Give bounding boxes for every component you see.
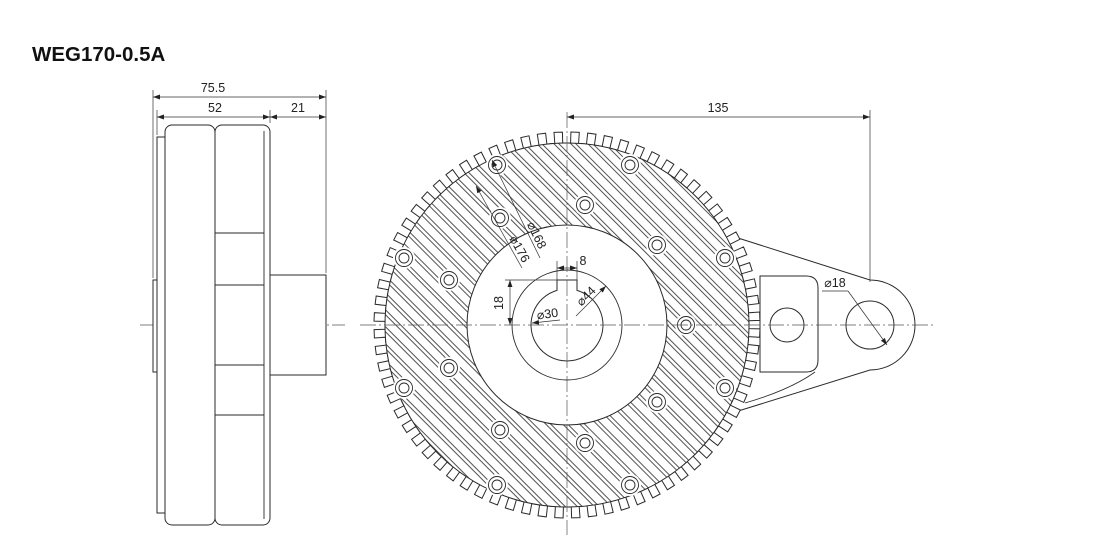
bolt-hole-bore [651, 239, 663, 251]
bolt-hole-clearance [714, 377, 736, 399]
leader-rim-diameter-a [491, 159, 541, 259]
bolt-hole-bore [443, 274, 455, 286]
bolt-hole [438, 357, 460, 379]
bolt-hole-bore [491, 479, 503, 491]
bolt-hole [714, 247, 736, 269]
bolt-hole-bore [398, 252, 410, 264]
bolt-hole-clearance [574, 432, 596, 454]
bolt-hole [574, 432, 596, 454]
bolt-hole [393, 247, 415, 269]
bolt-hole [714, 377, 736, 399]
bolt-hole-counterbore [648, 236, 666, 254]
bolt-hole [393, 377, 415, 399]
bolt-hole-clearance [486, 154, 508, 176]
bolt-hole-counterbore [648, 393, 666, 411]
front-view: 135 ⌀168 ⌀176 8 18 ⌀30 ⌀44 ⌀18 [360, 101, 935, 535]
bolt-hole-bore [651, 396, 663, 408]
bolt-hole-counterbore [395, 379, 413, 397]
bolt-hole-clearance [714, 247, 736, 269]
dim-overall-length: 75.5 [201, 81, 225, 95]
bolt-hole-bore [443, 362, 455, 374]
bolt-hole-bore [398, 382, 410, 394]
leader-rim-diameter-b [475, 185, 523, 269]
bolt-hole-clearance [489, 419, 511, 441]
bolt-hole-counterbore [576, 196, 594, 214]
bolt-hole [489, 207, 511, 229]
dim-arm-distance: 135 [708, 101, 729, 115]
bolt-hole-counterbore [716, 249, 734, 267]
bolt-hole-counterbore [395, 249, 413, 267]
dim-bore-diameter: ⌀30 [536, 306, 559, 323]
torque-arm-edge [744, 371, 816, 404]
brake-body-right [214, 124, 271, 526]
mounting-plate [156, 136, 166, 514]
bolt-hole-clearance [438, 269, 460, 291]
bolt-hole-bore [579, 437, 591, 449]
bolt-hole-clearance [646, 391, 668, 413]
bolt-hole-bore [624, 159, 636, 171]
bolt-hole [619, 154, 641, 176]
bolt-hole-clearance [574, 194, 596, 216]
bolt-hole [646, 391, 668, 413]
bolt-hole-clearance [619, 154, 641, 176]
bolt-hole-counterbore [716, 379, 734, 397]
bolt-hole-counterbore [621, 476, 639, 494]
bolt-hole-clearance [619, 474, 641, 496]
bolt-hole [646, 234, 668, 256]
bolt-hole-clearance [438, 357, 460, 379]
bolt-hole-bore [579, 199, 591, 211]
bolt-hole-clearance [486, 474, 508, 496]
bolt-hole [619, 474, 641, 496]
bolt-hole [489, 419, 511, 441]
bolt-hole-bore [624, 479, 636, 491]
bolt-hole-counterbore [440, 271, 458, 289]
dim-arm-hole-diameter: ⌀18 [824, 276, 845, 290]
bolt-hole-counterbore [488, 476, 506, 494]
bolt-hole-counterbore [440, 359, 458, 377]
brake-body-left [164, 124, 216, 526]
leader-bore-diameter [531, 319, 561, 325]
bolt-hole-bore [719, 252, 731, 264]
bolt-hole-counterbore [491, 209, 509, 227]
bolt-hole-clearance [489, 207, 511, 229]
side-view: 75.5 52 21 [140, 81, 345, 526]
bolt-hole-counterbore [491, 421, 509, 439]
bolt-hole [438, 269, 460, 291]
bolt-hole-clearance [393, 377, 415, 399]
dim-body-length: 52 [208, 101, 222, 115]
page-title: WEG170-0.5A [32, 43, 165, 66]
bolt-hole-bore [719, 382, 731, 394]
dim-hub-length: 21 [291, 101, 305, 115]
bolt-hole-clearance [646, 234, 668, 256]
dim-keyway-height: 18 [492, 296, 506, 310]
hub [269, 274, 327, 376]
leader-arm-hole-diameter [847, 290, 888, 346]
bolt-hole-bore [494, 424, 506, 436]
bolt-hole [486, 474, 508, 496]
bolt-hole-bore [494, 212, 506, 224]
leader-hub-diameter [575, 285, 607, 317]
bolt-hole [486, 154, 508, 176]
bolt-hole-counterbore [621, 156, 639, 174]
bore-with-keyway [530, 279, 604, 362]
bolt-hole-counterbore [488, 156, 506, 174]
dim-keyway-width: 8 [580, 254, 587, 268]
bolt-holes [393, 154, 736, 496]
bolt-hole-counterbore [576, 434, 594, 452]
bolt-hole-clearance [393, 247, 415, 269]
bolt-hole [574, 194, 596, 216]
